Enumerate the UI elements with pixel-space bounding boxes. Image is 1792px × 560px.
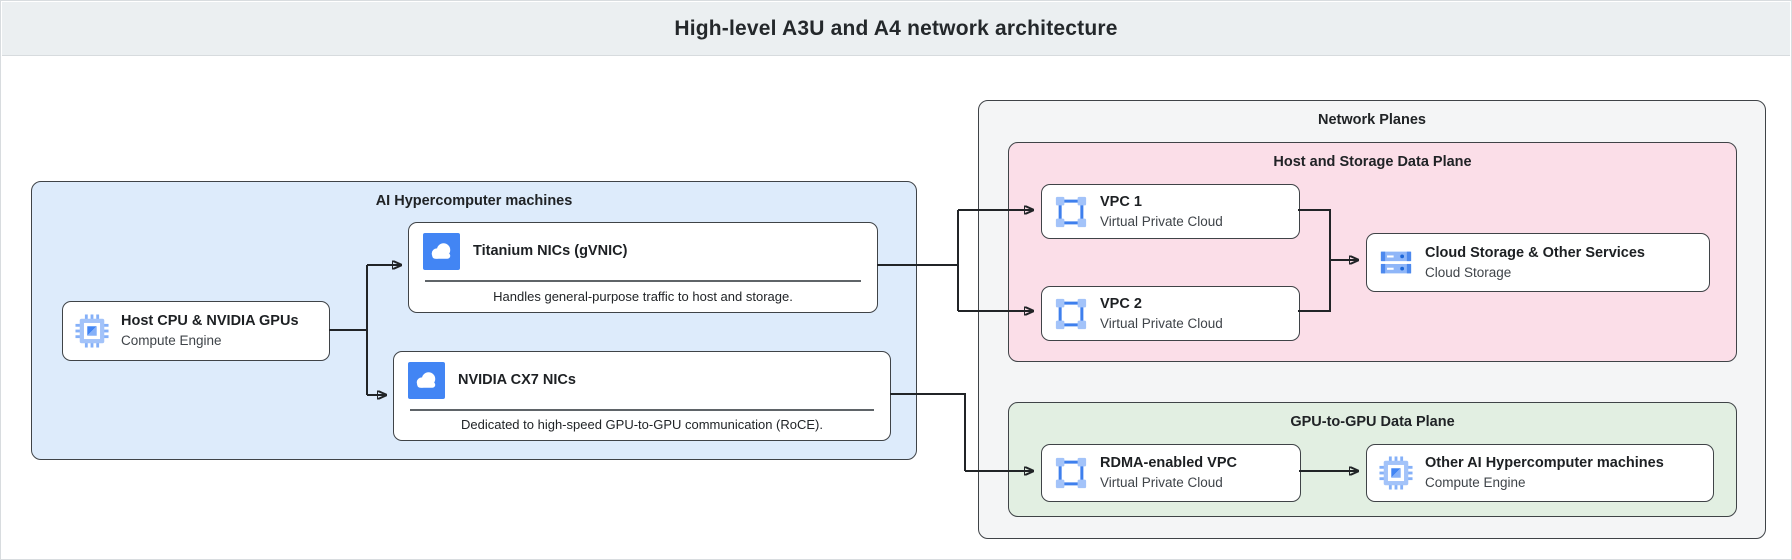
group-title: Network Planes: [1318, 112, 1426, 128]
title-bar: High-level A3U and A4 network architectu…: [2, 2, 1790, 56]
node-caption: Handles general-purpose traffic to host …: [493, 288, 793, 304]
node-title: Titanium NICs (gVNIC): [473, 242, 628, 259]
node-title: VPC 1: [1100, 193, 1142, 210]
node-title: RDMA-enabled VPC: [1100, 455, 1237, 472]
node-title: Other AI Hypercomputer machines: [1425, 455, 1664, 472]
cloud-icon: [423, 233, 460, 270]
node-other-ai-hypercomputer-machines: Other AI Hypercomputer machines Compute …: [1366, 444, 1714, 502]
node-caption: Dedicated to high-speed GPU-to-GPU commu…: [461, 417, 823, 432]
group-ai-hypercomputer-machines: AI Hypercomputer machines Host CPU & NVI…: [31, 181, 917, 460]
node-vpc-1: VPC 1 Virtual Private Cloud: [1041, 184, 1300, 239]
plane-gpu-to-gpu: GPU-to-GPU Data Plane RDMA-enabled VPC V…: [1008, 402, 1737, 517]
node-titanium-nics: Titanium NICs (gVNIC) Handles general-pu…: [408, 222, 878, 313]
divider: [425, 280, 861, 282]
node-host-cpu-nvidia-gpus: Host CPU & NVIDIA GPUs Compute Engine: [62, 301, 330, 361]
node-subtitle: Cloud Storage: [1425, 264, 1512, 280]
plane-title: GPU-to-GPU Data Plane: [1290, 414, 1455, 430]
compute-engine-icon: [1379, 456, 1413, 490]
vpc-icon: [1054, 456, 1088, 490]
cloud-storage-icon: [1379, 246, 1413, 280]
node-cloud-storage-other-services: Cloud Storage & Other Services Cloud Sto…: [1366, 233, 1710, 292]
node-title: Host CPU & NVIDIA GPUs: [121, 313, 299, 330]
plane-title: Host and Storage Data Plane: [1273, 154, 1472, 170]
node-vpc-2: VPC 2 Virtual Private Cloud: [1041, 286, 1300, 341]
compute-engine-icon: [75, 314, 109, 348]
vpc-icon: [1054, 195, 1088, 229]
cloud-icon: [408, 362, 445, 399]
node-subtitle: Compute Engine: [121, 333, 222, 348]
plane-host-and-storage: Host and Storage Data Plane VPC 1 Virtua…: [1008, 142, 1737, 362]
node-subtitle: Virtual Private Cloud: [1100, 315, 1223, 331]
node-subtitle: Virtual Private Cloud: [1100, 213, 1223, 229]
node-subtitle: Virtual Private Cloud: [1100, 475, 1223, 490]
node-title: NVIDIA CX7 NICs: [458, 371, 576, 388]
node-subtitle: Compute Engine: [1425, 475, 1526, 490]
node-nvidia-cx7-nics: NVIDIA CX7 NICs Dedicated to high-speed …: [393, 351, 891, 441]
divider: [410, 409, 874, 411]
node-title: VPC 2: [1100, 295, 1142, 312]
node-title: Cloud Storage & Other Services: [1425, 244, 1645, 261]
vpc-icon: [1054, 297, 1088, 331]
page-title: High-level A3U and A4 network architectu…: [674, 16, 1118, 40]
node-rdma-enabled-vpc: RDMA-enabled VPC Virtual Private Cloud: [1041, 444, 1301, 502]
group-network-planes: Network Planes Host and Storage Data Pla…: [978, 100, 1766, 539]
group-title: AI Hypercomputer machines: [375, 193, 573, 209]
